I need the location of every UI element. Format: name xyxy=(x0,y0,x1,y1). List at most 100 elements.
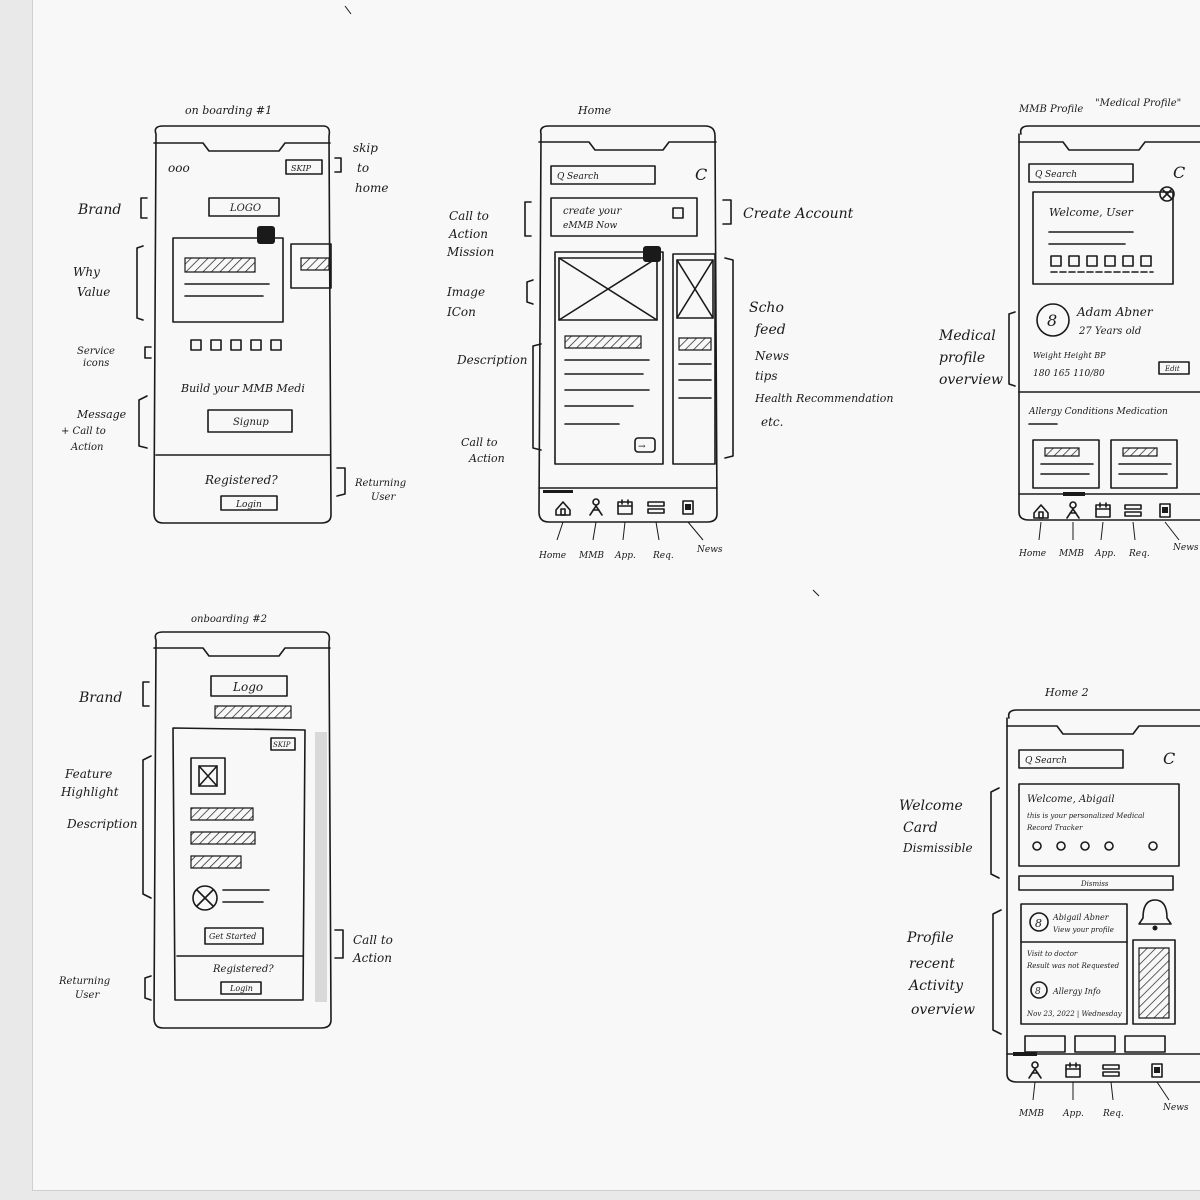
annotation-medical-2: profile xyxy=(939,350,985,366)
nav-active-indicator xyxy=(1063,492,1085,496)
edit-label: Edit xyxy=(1164,365,1180,373)
annotation-create-account: Create Account xyxy=(743,206,854,222)
annotation-feature-1: Feature xyxy=(64,767,112,781)
side-card-image xyxy=(1139,948,1169,1018)
nav-label-leaders xyxy=(1033,1082,1169,1100)
signup-button[interactable] xyxy=(208,410,292,432)
calendar-icon[interactable] xyxy=(617,499,633,515)
home-icon[interactable] xyxy=(555,501,571,516)
bell-icon[interactable] xyxy=(1139,900,1171,924)
calendar-icon[interactable] xyxy=(1095,502,1111,518)
service-icon[interactable] xyxy=(1141,256,1151,266)
feature-card[interactable] xyxy=(173,728,305,1000)
bracket xyxy=(145,347,151,358)
search-input[interactable] xyxy=(1019,750,1123,768)
phone-frame xyxy=(1019,126,1200,520)
list-icon[interactable] xyxy=(1102,1064,1120,1077)
skip-button[interactable] xyxy=(286,160,322,174)
service-icon[interactable] xyxy=(1051,256,1061,266)
annotation-medical-3: overview xyxy=(939,372,1003,388)
edit-button[interactable] xyxy=(1159,362,1189,374)
welcome-card[interactable] xyxy=(1019,784,1179,866)
refresh-icon[interactable]: C xyxy=(695,165,707,184)
card-title xyxy=(1045,448,1079,456)
create-account-card[interactable] xyxy=(551,198,697,236)
allergy-icon xyxy=(1031,982,1047,998)
annotation-description: Description xyxy=(456,353,527,367)
service-icon[interactable] xyxy=(251,340,261,350)
tagline: Build your MMB Medi xyxy=(180,382,305,395)
profile-card[interactable] xyxy=(1021,904,1127,1024)
bracket xyxy=(533,344,541,450)
annotation-feed-3: News xyxy=(754,349,789,363)
news-icon[interactable] xyxy=(682,500,694,515)
service-icon[interactable] xyxy=(1081,842,1089,850)
search-placeholder: Search xyxy=(1045,170,1077,180)
profile-tabs: Allergy Conditions Medication xyxy=(1028,407,1168,417)
welcome-card[interactable] xyxy=(1033,192,1173,284)
profile-name: Abigail Abner xyxy=(1052,913,1110,922)
service-icon[interactable] xyxy=(1105,842,1113,850)
service-icon[interactable] xyxy=(1087,256,1097,266)
phone-frame xyxy=(154,632,331,1028)
service-icon[interactable] xyxy=(211,340,221,350)
service-icon[interactable] xyxy=(231,340,241,350)
annotation-cta-2: Action xyxy=(468,452,505,465)
bottom-card[interactable] xyxy=(1125,1036,1165,1052)
home2-title: Home 2 xyxy=(1044,686,1089,699)
signup-label: Signup xyxy=(233,417,269,428)
service-icon[interactable] xyxy=(1069,256,1079,266)
cursor-marker xyxy=(257,226,275,244)
news-icon[interactable] xyxy=(1159,503,1171,518)
news-icon[interactable] xyxy=(1151,1063,1163,1078)
side-card[interactable] xyxy=(1133,940,1175,1024)
person-icon[interactable] xyxy=(1028,1061,1042,1079)
login-button[interactable] xyxy=(221,496,277,510)
annotation-action: Action xyxy=(70,442,104,453)
login-label: Login xyxy=(229,984,253,993)
image-placeholder-icon xyxy=(559,258,657,320)
avatar[interactable] xyxy=(1030,913,1048,931)
calendar-icon[interactable] xyxy=(1065,1062,1081,1078)
bracket xyxy=(139,396,147,448)
service-icon[interactable] xyxy=(1057,842,1065,850)
service-icon[interactable] xyxy=(1149,842,1157,850)
annotation-feed-1: Scho xyxy=(749,300,784,316)
get-started-button[interactable] xyxy=(205,928,263,944)
home-icon[interactable] xyxy=(1033,504,1049,519)
service-icon[interactable] xyxy=(271,340,281,350)
login-button[interactable] xyxy=(221,982,261,994)
list-icon[interactable] xyxy=(1124,504,1142,517)
service-icon[interactable] xyxy=(191,340,201,350)
phone-frame xyxy=(154,126,331,523)
person-icon[interactable] xyxy=(1066,501,1080,519)
service-icon[interactable] xyxy=(1105,256,1115,266)
refresh-icon[interactable]: C xyxy=(1163,749,1175,768)
list-icon[interactable] xyxy=(647,501,665,514)
phone-frame xyxy=(1007,710,1200,1082)
bottom-card[interactable] xyxy=(1075,1036,1115,1052)
close-icon[interactable] xyxy=(1160,187,1174,201)
refresh-icon[interactable]: C xyxy=(1173,163,1185,182)
service-icon[interactable] xyxy=(1123,256,1133,266)
allergy-card[interactable] xyxy=(1033,440,1099,488)
search-input[interactable] xyxy=(1029,164,1133,182)
search-input[interactable] xyxy=(551,166,655,184)
service-icon[interactable] xyxy=(1033,842,1041,850)
arrow-button[interactable] xyxy=(635,438,655,452)
dismiss-button[interactable] xyxy=(1019,876,1173,890)
feed-card[interactable] xyxy=(555,252,663,464)
person-icon[interactable] xyxy=(589,498,603,516)
bottom-card[interactable] xyxy=(1025,1036,1065,1052)
skip-button[interactable] xyxy=(271,738,295,750)
avatar[interactable] xyxy=(1037,304,1069,336)
dots-icon[interactable]: ooo xyxy=(168,161,190,175)
feed-card-next[interactable] xyxy=(673,254,715,464)
annotation-cta-1: Call to xyxy=(461,436,498,449)
bracket xyxy=(337,468,345,496)
image-placeholder-cross xyxy=(677,260,713,318)
feed-title xyxy=(565,336,641,348)
value-card-title xyxy=(185,258,255,272)
get-started-label: Get Started xyxy=(209,932,256,941)
condition-card[interactable] xyxy=(1111,440,1177,488)
